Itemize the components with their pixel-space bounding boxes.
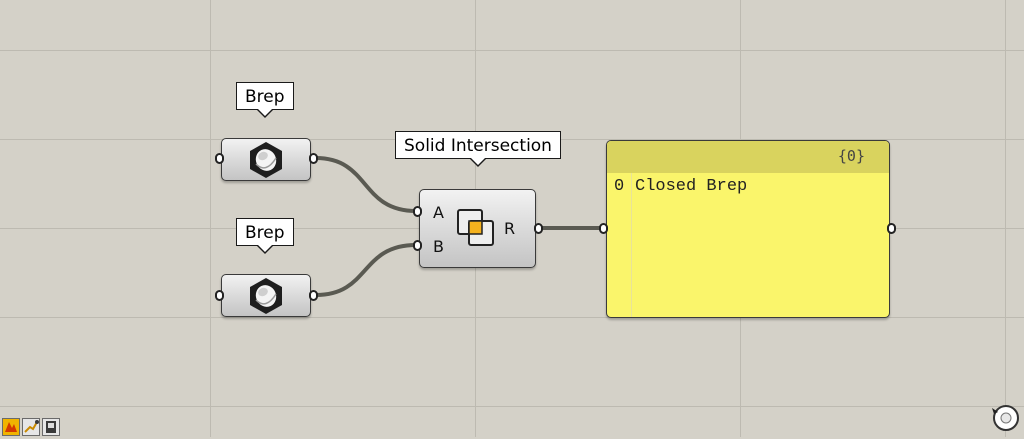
wire-brep-a-to-input-a[interactable] xyxy=(315,156,417,213)
brep-param-a[interactable] xyxy=(221,138,311,181)
input-a-label: A xyxy=(433,203,444,222)
preview-button[interactable] xyxy=(2,418,20,436)
wire-icon xyxy=(24,420,39,433)
brep-b-output-grip[interactable] xyxy=(309,290,318,301)
brep-a-input-grip[interactable] xyxy=(215,153,224,164)
output-r-grip[interactable] xyxy=(534,223,543,234)
brep-a-tooltip: Brep xyxy=(236,82,294,118)
wire-brep-b-to-input-b[interactable] xyxy=(315,243,417,297)
input-a-grip[interactable] xyxy=(413,206,422,217)
input-b-grip[interactable] xyxy=(413,240,422,251)
wire-display-button[interactable] xyxy=(22,418,40,436)
panel-index-divider xyxy=(631,173,632,317)
panel-input-grip[interactable] xyxy=(599,223,608,234)
compass-icon[interactable] xyxy=(990,402,1020,432)
brep-param-b[interactable] xyxy=(221,274,311,317)
panel-branch-path: {0} xyxy=(837,147,865,165)
text-panel[interactable]: {0} 0 Closed Brep xyxy=(606,140,890,318)
hexagon-cylinder-icon xyxy=(250,141,282,178)
panel-output-grip[interactable] xyxy=(887,223,896,234)
canvas-toolbar xyxy=(2,418,62,436)
preview-icon xyxy=(5,422,17,432)
hexagon-cylinder-icon xyxy=(250,277,282,314)
solid-intersection-component[interactable]: A B R xyxy=(419,189,536,268)
brep-b-tooltip-label: Brep xyxy=(245,223,285,243)
overlapping-squares-icon xyxy=(457,209,494,246)
panel-row-index: 0 xyxy=(614,177,625,196)
solid-intersection-tooltip-label: Solid Intersection xyxy=(404,136,552,156)
brep-a-output-grip[interactable] xyxy=(309,153,318,164)
panel-row-value: Closed Brep xyxy=(635,177,748,196)
output-r-label: R xyxy=(504,219,516,238)
canvas-display-button[interactable] xyxy=(42,418,60,436)
brep-a-tooltip-label: Brep xyxy=(245,87,285,107)
brep-b-input-grip[interactable] xyxy=(215,290,224,301)
canvas-icon xyxy=(46,421,56,433)
input-b-label: B xyxy=(433,237,444,256)
solid-intersection-tooltip: Solid Intersection xyxy=(395,131,561,167)
panel-header: {0} xyxy=(607,141,889,173)
brep-b-tooltip: Brep xyxy=(236,218,294,254)
